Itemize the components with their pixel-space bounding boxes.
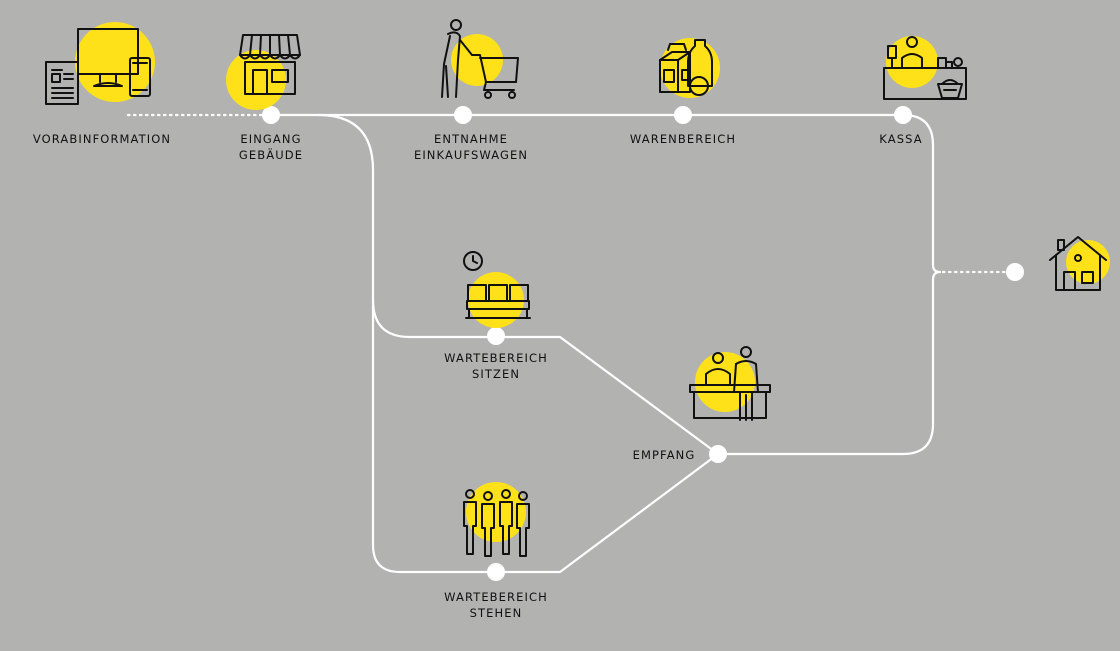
- label-line: WARTEBEREICH: [444, 590, 548, 604]
- label-line: EINKAUFSWAGEN: [413, 148, 529, 162]
- node-home: [1006, 263, 1024, 281]
- label-eingang: EINGANG GEBÄUDE: [239, 131, 303, 163]
- label-line: VORABINFORMATION: [32, 132, 172, 146]
- groceries-icon: [659, 39, 713, 96]
- label-line: WARTEBEREICH: [444, 351, 548, 365]
- branch-sitzen: [371, 298, 720, 456]
- label-kassa: KASSA: [879, 131, 922, 147]
- node-wartebereich-sitzen: [487, 327, 505, 345]
- node-empfang: [709, 445, 727, 463]
- node-entnahme: [454, 106, 472, 124]
- label-line: STEHEN: [469, 606, 523, 620]
- devices-icon: [45, 28, 151, 105]
- node-kassa: [894, 106, 912, 124]
- reception-desk-icon: [689, 346, 771, 421]
- node-wartebereich-stehen: [487, 563, 505, 581]
- label-line: WARENBEREICH: [629, 132, 737, 146]
- label-line: GEBÄUDE: [238, 148, 304, 162]
- label-entnahme: ENTNAHME EINKAUFSWAGEN: [414, 131, 528, 163]
- nodes: [262, 106, 1024, 581]
- shopping-cart-person-icon: [441, 19, 519, 99]
- label-line: EMPFANG: [632, 448, 696, 462]
- standing-queue-icon: [463, 489, 530, 557]
- label-line: KASSA: [879, 132, 923, 146]
- storefront-icon: [239, 34, 301, 95]
- label-wartebereich-stehen: WARTEBEREICH STEHEN: [444, 589, 548, 621]
- node-eingang: [262, 106, 280, 124]
- main-path: [269, 113, 942, 274]
- label-line: ENTNAHME: [434, 132, 508, 146]
- waiting-seats-clock-icon: [463, 251, 531, 319]
- label-wartebereich-sitzen: WARTEBEREICH SITZEN: [444, 350, 548, 382]
- house-icon: [1049, 236, 1107, 291]
- empfang-to-exit: [716, 270, 942, 456]
- node-warenbereich: [674, 106, 692, 124]
- branch-waiting: [316, 113, 720, 574]
- path-lines: [126, 113, 1010, 574]
- label-warenbereich: WARENBEREICH: [630, 131, 736, 147]
- checkout-counter-icon: [883, 36, 967, 100]
- label-line: EINGANG: [240, 132, 302, 146]
- label-line: SITZEN: [471, 367, 521, 381]
- label-vorabinformation: VORABINFORMATION: [33, 131, 171, 147]
- label-empfang: EMPFANG: [633, 447, 696, 463]
